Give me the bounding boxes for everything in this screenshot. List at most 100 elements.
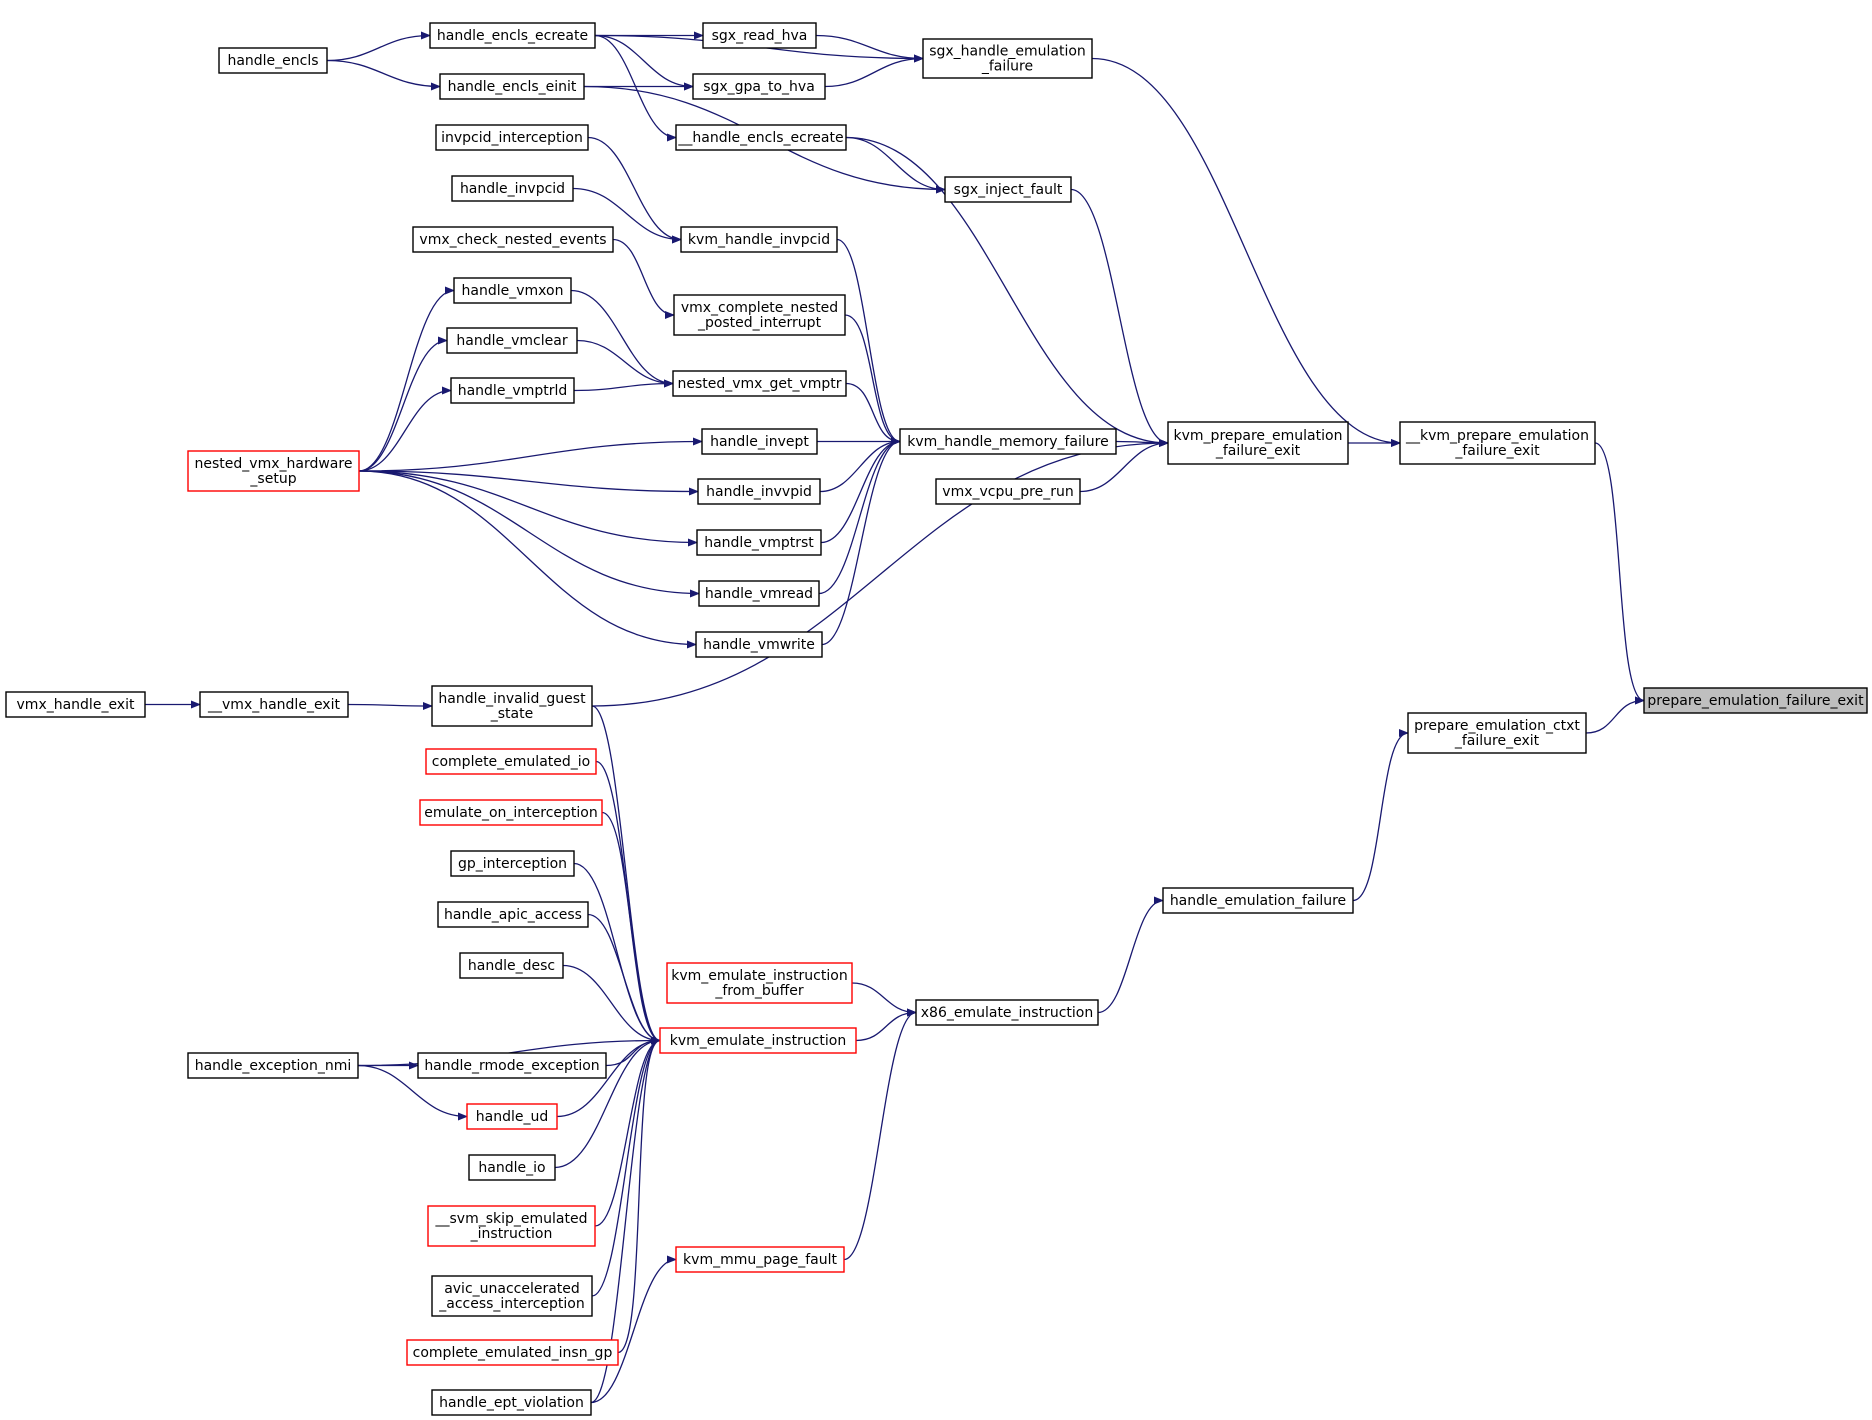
call-edge-line — [845, 136, 1169, 447]
node-nested-vmx-hardware-setup[interactable]: nested_vmx_hardware_setup — [187, 450, 360, 492]
node-sgx-inject-fault[interactable]: sgx_inject_fault — [944, 176, 1072, 203]
node-prepare-emulation-ctxt-failure-exit[interactable]: prepare_emulation_ctxt_failure_exit — [1407, 712, 1587, 754]
call-edge-kvm-emulate-instruction-from-buffer-to-x86-emulate-instruction — [851, 982, 917, 1017]
call-edge-handle-exception-nmi-to-handle-ud — [357, 1064, 468, 1121]
node-handle-invept[interactable]: handle_invept — [701, 428, 818, 455]
node-box — [450, 377, 575, 404]
node-handle-invalid-guest-state[interactable]: handle_invalid_guest_state — [431, 685, 593, 727]
node-handle-invpcid[interactable]: handle_invpcid — [451, 175, 574, 202]
node-handle-encls-ecreate[interactable]: handle_encls_ecreate — [429, 22, 596, 49]
call-edge-vmx-vcpu-pre-run-to-kvm-prepare-emulation-failure-exit — [1079, 439, 1169, 493]
call-edge-line — [347, 701, 433, 710]
node-kvm-mmu-page-fault[interactable]: kvm_mmu_page_fault — [675, 1246, 845, 1273]
node-box — [695, 631, 823, 658]
node-box — [915, 999, 1099, 1026]
node-sgx-gpa-to-hva[interactable]: sgx_gpa_to_hva — [692, 73, 826, 100]
node-handle-vmptrld[interactable]: handle_vmptrld — [450, 377, 575, 404]
node-kvm-emulate-instruction-from-buffer[interactable]: kvm_emulate_instruction_from_buffer — [666, 962, 853, 1004]
node-gp-interception[interactable]: gp_interception — [450, 850, 575, 877]
node-box — [187, 450, 360, 492]
node-label: handle_encls_ecreate — [437, 28, 588, 44]
node-label: handle_emulation_failure — [1170, 893, 1346, 909]
node-complete-emulated-io[interactable]: complete_emulated_io — [425, 748, 597, 775]
node-invpcid-interception[interactable]: invpcid_interception — [435, 124, 589, 151]
node-prepare-emulation-failure-exit[interactable]: prepare_emulation_failure_exit — [1643, 687, 1868, 714]
node-box — [437, 901, 589, 928]
node-handle-encls-ecreate[interactable]: __handle_encls_ecreate — [675, 124, 847, 151]
node-box — [429, 22, 596, 49]
call-edge-handle-io-to-kvm-emulate-instruction — [554, 1036, 661, 1169]
node-vmx-handle-exit[interactable]: vmx_handle_exit — [5, 691, 146, 718]
node-handle-invvpid[interactable]: handle_invvpid — [697, 478, 821, 505]
node-handle-encls-einit[interactable]: handle_encls_einit — [439, 73, 585, 100]
call-edge-line — [845, 136, 946, 194]
node-handle-vmclear[interactable]: handle_vmclear — [446, 327, 578, 354]
call-edge-line — [844, 314, 901, 446]
node-avic-unaccelerated-access-interception[interactable]: avic_unaccelerated_access_interception — [431, 1275, 593, 1317]
call-edge-line — [855, 1008, 917, 1042]
node-label: _failure — [981, 59, 1033, 75]
call-edge-handle-desc-to-kvm-emulate-instruction — [562, 964, 661, 1045]
node-handle-vmread[interactable]: handle_vmread — [698, 580, 820, 607]
node-handle-ept-violation[interactable]: handle_ept_violation — [431, 1389, 592, 1416]
node-label: sgx_read_hva — [712, 28, 808, 44]
call-edge-line — [617, 1036, 661, 1354]
node-kvm-handle-invpcid[interactable]: kvm_handle_invpcid — [680, 226, 838, 253]
node-box — [702, 22, 817, 49]
call-edge-nested-vmx-hardware-setup-to-handle-vmread — [358, 470, 700, 598]
node-label: handle_vmread — [705, 586, 813, 602]
node-label: kvm_mmu_page_fault — [683, 1252, 837, 1268]
node-label: __svm_skip_emulated — [435, 1211, 588, 1227]
node-kvm-prepare-emulation-failure-exit[interactable]: __kvm_prepare_emulation_failure_exit — [1399, 421, 1596, 465]
call-edge-handle-encls-ecreate-to-sgx-inject-fault — [845, 136, 946, 194]
node-handle-vmxon[interactable]: handle_vmxon — [453, 277, 572, 304]
call-edge-line — [1079, 439, 1169, 493]
call-edge-line — [587, 136, 682, 244]
call-edge-vmx-complete-nested-posted-interrupt-to-kvm-handle-memory-failure — [844, 314, 901, 446]
node-handle-vmwrite[interactable]: handle_vmwrite — [695, 631, 823, 658]
node-vmx-vcpu-pre-run[interactable]: vmx_vcpu_pre_run — [935, 478, 1081, 505]
node-vmx-complete-nested-posted-interrupt[interactable]: vmx_complete_nested_posted_interrupt — [673, 294, 846, 336]
edge-layer — [145, 31, 1645, 1404]
node-handle-rmode-exception[interactable]: handle_rmode_exception — [417, 1052, 607, 1079]
call-edge-nested-vmx-hardware-setup-to-handle-invept — [358, 437, 703, 472]
node-label: sgx_inject_fault — [954, 182, 1063, 198]
call-edge-vmx-check-nested-events-to-vmx-complete-nested-posted-interrupt — [612, 238, 675, 319]
call-edge-line — [590, 1255, 677, 1404]
call-edge-handle-apic-access-to-kvm-emulate-instruction — [587, 913, 661, 1045]
node-label: _state — [490, 706, 533, 722]
node-handle-exception-nmi[interactable]: handle_exception_nmi — [187, 1052, 359, 1079]
node-kvm-emulate-instruction[interactable]: kvm_emulate_instruction — [659, 1027, 857, 1054]
node-layer: prepare_emulation_failure_exit __kvm_prep… — [5, 22, 1868, 1416]
call-edge-prepare-emulation-ctxt-failure-exit-to-prepare-emulation-failure-exit — [1585, 696, 1645, 734]
node-kvm-prepare-emulation-failure-exit[interactable]: kvm_prepare_emulation_failure_exit — [1167, 421, 1349, 465]
node-sgx-read-hva[interactable]: sgx_read_hva — [702, 22, 817, 49]
node-box — [199, 691, 349, 718]
node-x86-emulate-instruction[interactable]: x86_emulate_instruction — [915, 999, 1099, 1026]
call-edge-handle-vmclear-to-nested-vmx-get-vmptr — [576, 339, 674, 388]
node-sgx-handle-emulation-failure[interactable]: sgx_handle_emulation_failure — [922, 38, 1093, 79]
node-vmx-handle-exit[interactable]: __vmx_handle_exit — [199, 691, 349, 718]
node-box — [935, 478, 1081, 505]
node-emulate-on-interception[interactable]: emulate_on_interception — [419, 799, 603, 826]
node-label: handle_vmclear — [456, 333, 567, 349]
node-handle-io[interactable]: handle_io — [468, 1154, 556, 1181]
node-label: _posted_interrupt — [697, 315, 822, 331]
call-edge-line — [591, 439, 1169, 707]
node-box — [218, 47, 328, 74]
node-complete-emulated-insn-gp[interactable]: complete_emulated_insn_gp — [406, 1339, 619, 1366]
node-handle-vmptrst[interactable]: handle_vmptrst — [696, 529, 822, 556]
node-label: sgx_handle_emulation — [929, 44, 1086, 60]
node-vmx-check-nested-events[interactable]: vmx_check_nested_events — [412, 226, 614, 253]
node-svm-skip-emulated-instruction[interactable]: __svm_skip_emulated_instruction — [427, 1205, 596, 1247]
node-handle-encls[interactable]: handle_encls — [218, 47, 328, 74]
node-nested-vmx-get-vmptr[interactable]: nested_vmx_get_vmptr — [672, 370, 847, 397]
node-handle-emulation-failure[interactable]: handle_emulation_failure — [1162, 887, 1354, 914]
node-handle-desc[interactable]: handle_desc — [459, 952, 564, 979]
node-kvm-handle-memory-failure[interactable]: kvm_handle_memory_failure — [899, 428, 1117, 455]
node-handle-apic-access[interactable]: handle_apic_access — [437, 901, 589, 928]
node-box — [446, 327, 578, 354]
node-box — [453, 277, 572, 304]
call-edge-line — [605, 1036, 661, 1067]
node-handle-ud[interactable]: handle_ud — [466, 1103, 558, 1130]
